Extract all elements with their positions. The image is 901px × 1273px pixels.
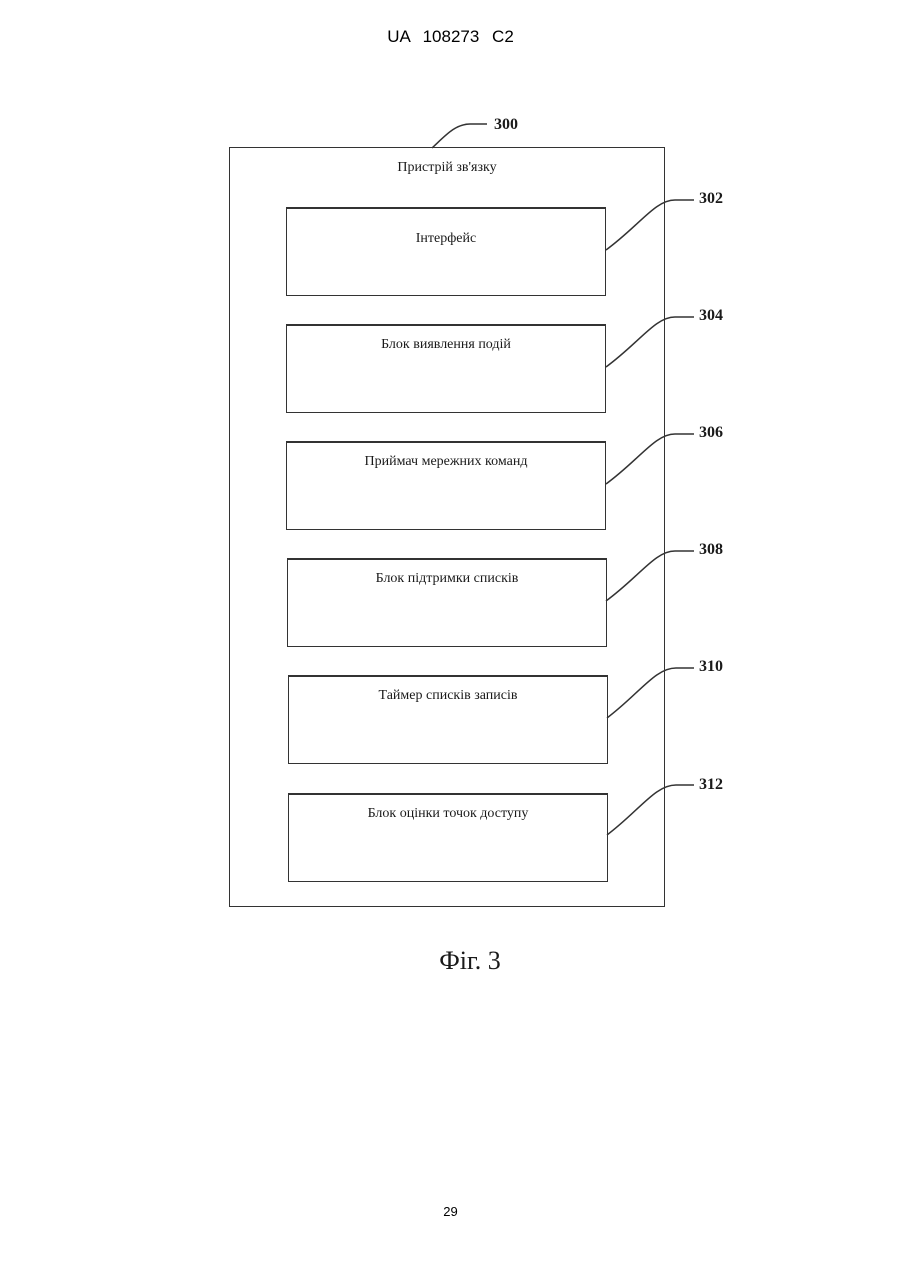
- block-label: Приймач мережних команд: [365, 454, 528, 469]
- block-label: Інтерфейс: [416, 231, 476, 246]
- ref-label-312: 312: [699, 776, 723, 794]
- page-number: 29: [0, 1204, 901, 1219]
- ref-label-300: 300: [494, 116, 518, 134]
- ref-label-304: 304: [699, 307, 723, 325]
- device-title: Пристрій зв'язку: [229, 160, 665, 176]
- block-label: Блок виявлення подій: [381, 337, 511, 352]
- block-list-maintenance: Блок підтримки списків: [287, 558, 607, 647]
- figure-caption: Фіг. 3: [0, 946, 901, 976]
- block-network-command-receiver: Приймач мережних команд: [286, 441, 606, 530]
- block-event-detection: Блок виявлення подій: [286, 324, 606, 413]
- block-list-entry-timer: Таймер списків записів: [288, 675, 608, 764]
- ref-label-308: 308: [699, 541, 723, 559]
- block-label: Блок підтримки списків: [376, 571, 519, 586]
- block-access-point-evaluation: Блок оцінки точок доступу: [288, 793, 608, 882]
- leader-line-300: [432, 124, 487, 148]
- ref-label-302: 302: [699, 190, 723, 208]
- block-interface: Інтерфейс: [286, 207, 606, 296]
- block-label: Блок оцінки точок доступу: [368, 806, 529, 821]
- block-label: Таймер списків записів: [379, 688, 518, 703]
- ref-label-306: 306: [699, 424, 723, 442]
- ref-label-310: 310: [699, 658, 723, 676]
